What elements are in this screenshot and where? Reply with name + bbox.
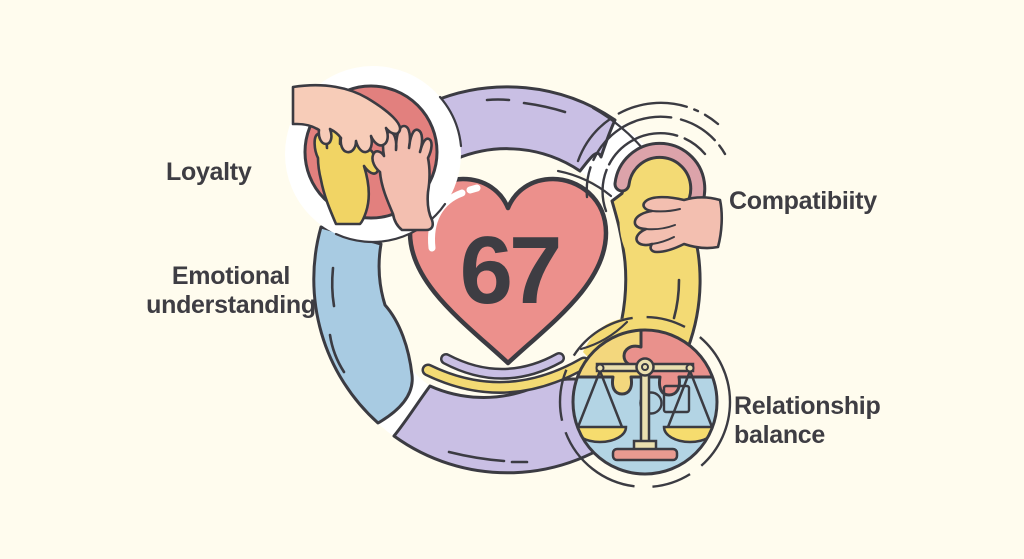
scales-circle-outline (571, 328, 719, 476)
hand-right (371, 124, 435, 232)
hand-top (291, 83, 402, 154)
radiating-arcs (576, 101, 727, 213)
heart-icon (407, 176, 609, 366)
segment-dashes (328, 98, 681, 464)
label-emotional-understanding: Emotional understanding (146, 262, 316, 319)
dashed-ring (558, 315, 732, 489)
label-compatibility: Compatibiity (729, 187, 877, 215)
ring-segment-left (312, 225, 414, 425)
score-value: 67 (459, 217, 563, 324)
holding-hands-icon (285, 66, 463, 244)
label-relationship-balance: Relationship balance (734, 392, 881, 449)
balance-scale (573, 357, 717, 462)
balance-scale-puzzle-icon (558, 315, 732, 489)
ring-segment-top (430, 85, 617, 173)
magnet-hand-icon (576, 101, 727, 254)
label-loyalty: Loyalty (166, 158, 252, 186)
hand-grabbing (633, 195, 724, 254)
